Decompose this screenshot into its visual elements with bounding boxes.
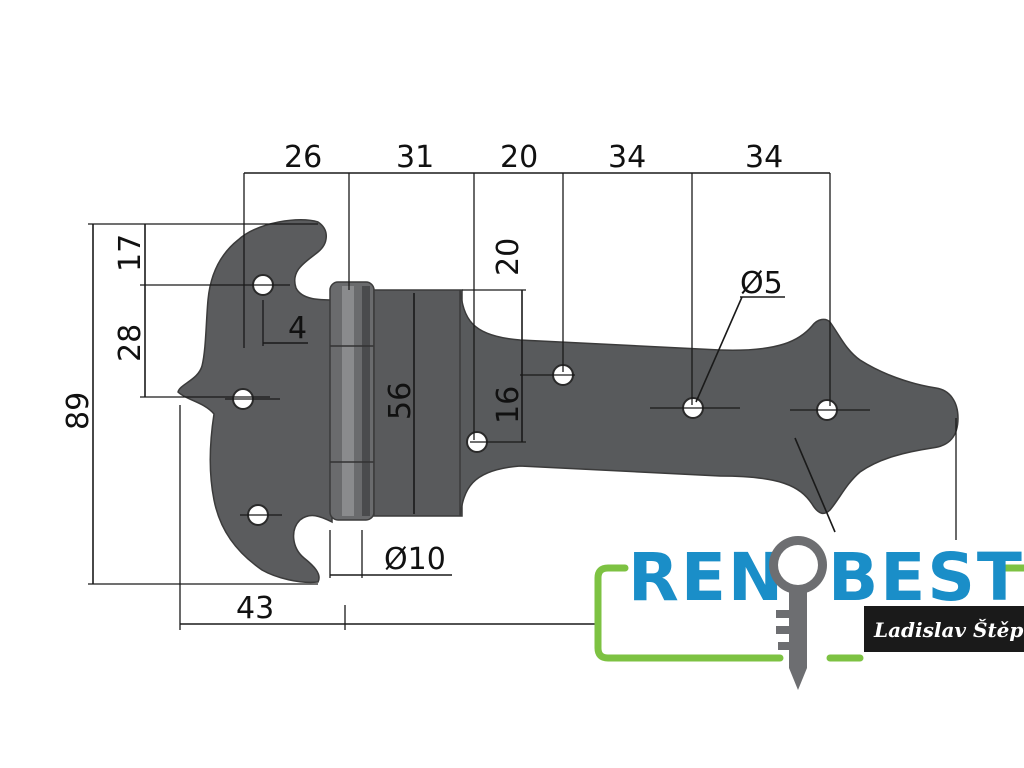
dim-label-43: 43 [236,591,274,626]
dim-label-26: 26 [284,140,322,175]
dim-label-56: 56 [383,382,418,420]
dim-label-89: 89 [61,392,96,430]
dim-label-34-b: 34 [745,140,783,175]
leader-d5 [695,296,743,403]
dim-label-34-a: 34 [608,140,646,175]
logo-frame [594,564,784,662]
dim-label-17: 17 [113,234,148,272]
renobest-logo: REN BEST Ladislav Štěpán [594,536,1024,690]
hinge-knuckle-highlight [342,286,354,516]
logo-owner-name: Ladislav Štěpán [873,617,1024,642]
key-icon [769,536,827,690]
dim-label-d5: Ø5 [740,266,783,301]
logo-text-ren: REN [628,539,785,616]
dim-label-20-vert: 20 [491,238,526,276]
logo-text-best: BEST [828,539,1024,616]
leader-strap-tip [794,437,836,533]
dim-label-4: 4 [288,311,307,346]
dimension-lines [88,172,957,630]
dim-label-20-top: 20 [500,140,538,175]
hinge-leaf-flange [373,289,463,517]
dim-label-16: 16 [491,386,526,424]
hinge-left-wing [177,219,335,584]
dim-label-d10: Ø10 [384,542,446,577]
dimension-labels: 26 31 20 34 34 17 28 89 4 20 56 16 Ø5 Ø1… [61,140,783,626]
logo-owner-plate [864,606,1024,652]
hinge-body [177,219,959,584]
hinge-knuckle-shadow [362,286,370,516]
logo-frame-right [826,564,1024,662]
dim-label-31: 31 [396,140,434,175]
hinge-strap [459,289,959,517]
dim-label-28: 28 [113,324,148,362]
